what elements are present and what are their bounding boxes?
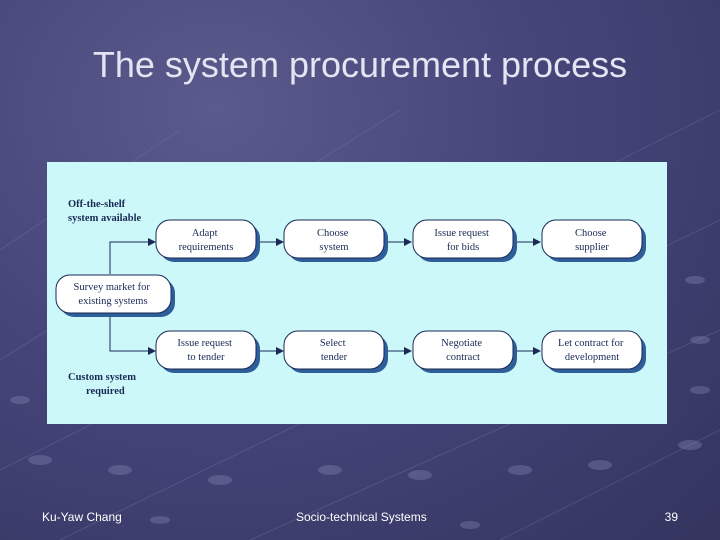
svg-text:Survey market for exis: Survey market for existing systems <box>73 282 152 307</box>
node-issue-request-tender: Issue request to tender <box>155 330 260 373</box>
node-adapt-requirements: Adapt requirements <box>155 219 260 262</box>
procurement-diagram: Off-the-shelf system available Custom sy… <box>55 199 646 397</box>
node-issue-request-bids: Issue request for bids <box>412 219 517 262</box>
svg-text:Adapt requirements: Adapt requirements <box>179 228 234 253</box>
svg-text:Let contract for devel: Let contract for development <box>558 338 626 363</box>
svg-text:Choose system: Choose system <box>317 228 351 253</box>
svg-text:Choose supplier: Choose supplier <box>575 228 609 253</box>
node-choose-supplier: Choose supplier <box>541 219 646 262</box>
svg-text:Issue request to tende: Issue request to tender <box>177 338 234 363</box>
diagram-panel: Off-the-shelf system available Custom sy… <box>47 162 667 424</box>
connectors <box>109 238 541 355</box>
svg-text:Select tender: Select tender <box>320 338 348 363</box>
node-choose-system: Choose system <box>283 219 388 262</box>
label-custom: Custom system required <box>68 372 139 397</box>
footer-author: Ku-Yaw Chang <box>42 510 122 524</box>
label-off-shelf: Off-the-shelf system available <box>68 199 142 224</box>
node-survey: Survey market for existing systems <box>55 274 175 317</box>
footer-page-number: 39 <box>664 510 678 524</box>
footer-topic: Socio-technical Systems <box>296 510 427 524</box>
slide-title: The system procurement process <box>92 44 628 85</box>
node-let-contract: Let contract for development <box>541 330 646 373</box>
svg-text:Issue request for bids: Issue request for bids <box>434 228 491 253</box>
node-select-tender: Select tender <box>283 330 388 373</box>
node-negotiate-contract: Negotiate contract <box>412 330 517 373</box>
svg-text:Negotiate contract: Negotiate contract <box>441 338 484 363</box>
